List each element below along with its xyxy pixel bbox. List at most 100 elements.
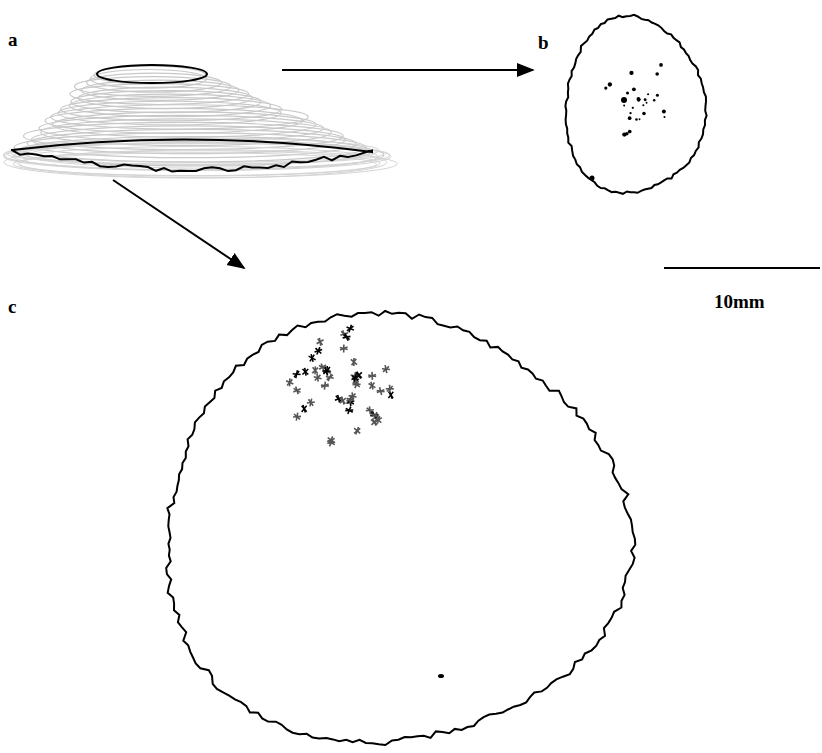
dot [647, 93, 649, 95]
dot [659, 63, 663, 67]
stroke [312, 368, 318, 373]
stroke [323, 368, 329, 374]
star-mark [340, 345, 348, 353]
stroke [347, 398, 355, 400]
star-mark [312, 366, 318, 374]
stroke [327, 375, 333, 380]
dot [621, 97, 627, 103]
dot [629, 112, 631, 114]
stroke [293, 416, 301, 418]
star-mark [347, 396, 355, 404]
dot [622, 132, 626, 136]
stroke [369, 382, 374, 388]
stroke [371, 420, 377, 425]
star-mark [293, 370, 301, 378]
star-mark [322, 367, 330, 375]
stroke [340, 398, 346, 403]
stroke [321, 384, 328, 387]
stroke [352, 376, 359, 379]
stroke [368, 375, 376, 378]
star-mark [371, 412, 379, 419]
star-mark [371, 419, 377, 426]
star-mark [347, 325, 354, 333]
stroke [315, 375, 321, 381]
stroke [293, 389, 300, 392]
stroke [345, 409, 353, 411]
star-mark [302, 368, 308, 376]
star-mark [345, 407, 353, 414]
stroke [366, 410, 374, 411]
scale-label: 10mm [714, 292, 765, 311]
stroke [368, 375, 376, 376]
dot [644, 98, 647, 101]
dot [628, 116, 632, 120]
stroke [313, 367, 318, 373]
panel-letter: b [538, 33, 549, 52]
star-mark [317, 338, 324, 346]
dot [655, 72, 659, 76]
star-mark [302, 405, 307, 413]
star-mark [340, 397, 346, 405]
stroke [315, 348, 321, 353]
dot [646, 102, 648, 104]
star-mark [382, 365, 390, 373]
dot [629, 71, 633, 75]
section-trace [20, 150, 397, 178]
dot [632, 107, 634, 109]
dot [626, 91, 629, 94]
panel-letter: a [8, 30, 18, 49]
stroke [315, 350, 323, 353]
stacked-sections [4, 65, 398, 178]
star-mark [343, 333, 351, 340]
stroke [287, 379, 292, 385]
dot [604, 86, 607, 89]
stroke [340, 398, 345, 404]
stroke [302, 406, 307, 412]
star-mark [388, 391, 393, 399]
dot [662, 110, 666, 114]
stroke [347, 326, 353, 331]
star-mark [368, 372, 376, 380]
star-mark [314, 374, 322, 382]
star-mark [369, 382, 376, 390]
scale-bar [664, 267, 820, 269]
dot [636, 97, 640, 101]
star-mark [352, 374, 359, 382]
star-mark [309, 354, 316, 362]
stroke [343, 336, 351, 338]
dot [642, 104, 644, 106]
dot [628, 130, 632, 134]
stroke [388, 392, 393, 398]
star-mark [327, 439, 335, 446]
stroke [354, 428, 360, 433]
dot [590, 176, 595, 181]
stroke [340, 348, 348, 350]
star-mark [377, 387, 385, 395]
star-mark [293, 387, 300, 395]
star-mark [293, 413, 301, 421]
section-outlines [166, 15, 706, 745]
stroke [327, 442, 335, 443]
stroke [340, 347, 347, 350]
stroke [294, 371, 299, 377]
dot [639, 118, 641, 120]
stroke [372, 419, 376, 426]
dot [656, 94, 659, 97]
panel-letter: c [8, 297, 16, 316]
stroke [352, 359, 357, 365]
star-mark [327, 436, 334, 443]
star-mark [354, 427, 360, 435]
stroke [371, 415, 379, 416]
dot [663, 116, 665, 118]
stroke [317, 340, 324, 344]
star-mark [386, 385, 394, 393]
star-mark [323, 368, 331, 376]
star-mark [286, 378, 293, 386]
top-section [97, 65, 207, 83]
dot [608, 82, 612, 86]
star-mark [321, 382, 329, 390]
dot [623, 105, 625, 107]
stroke [372, 419, 377, 425]
stroke [377, 390, 384, 393]
